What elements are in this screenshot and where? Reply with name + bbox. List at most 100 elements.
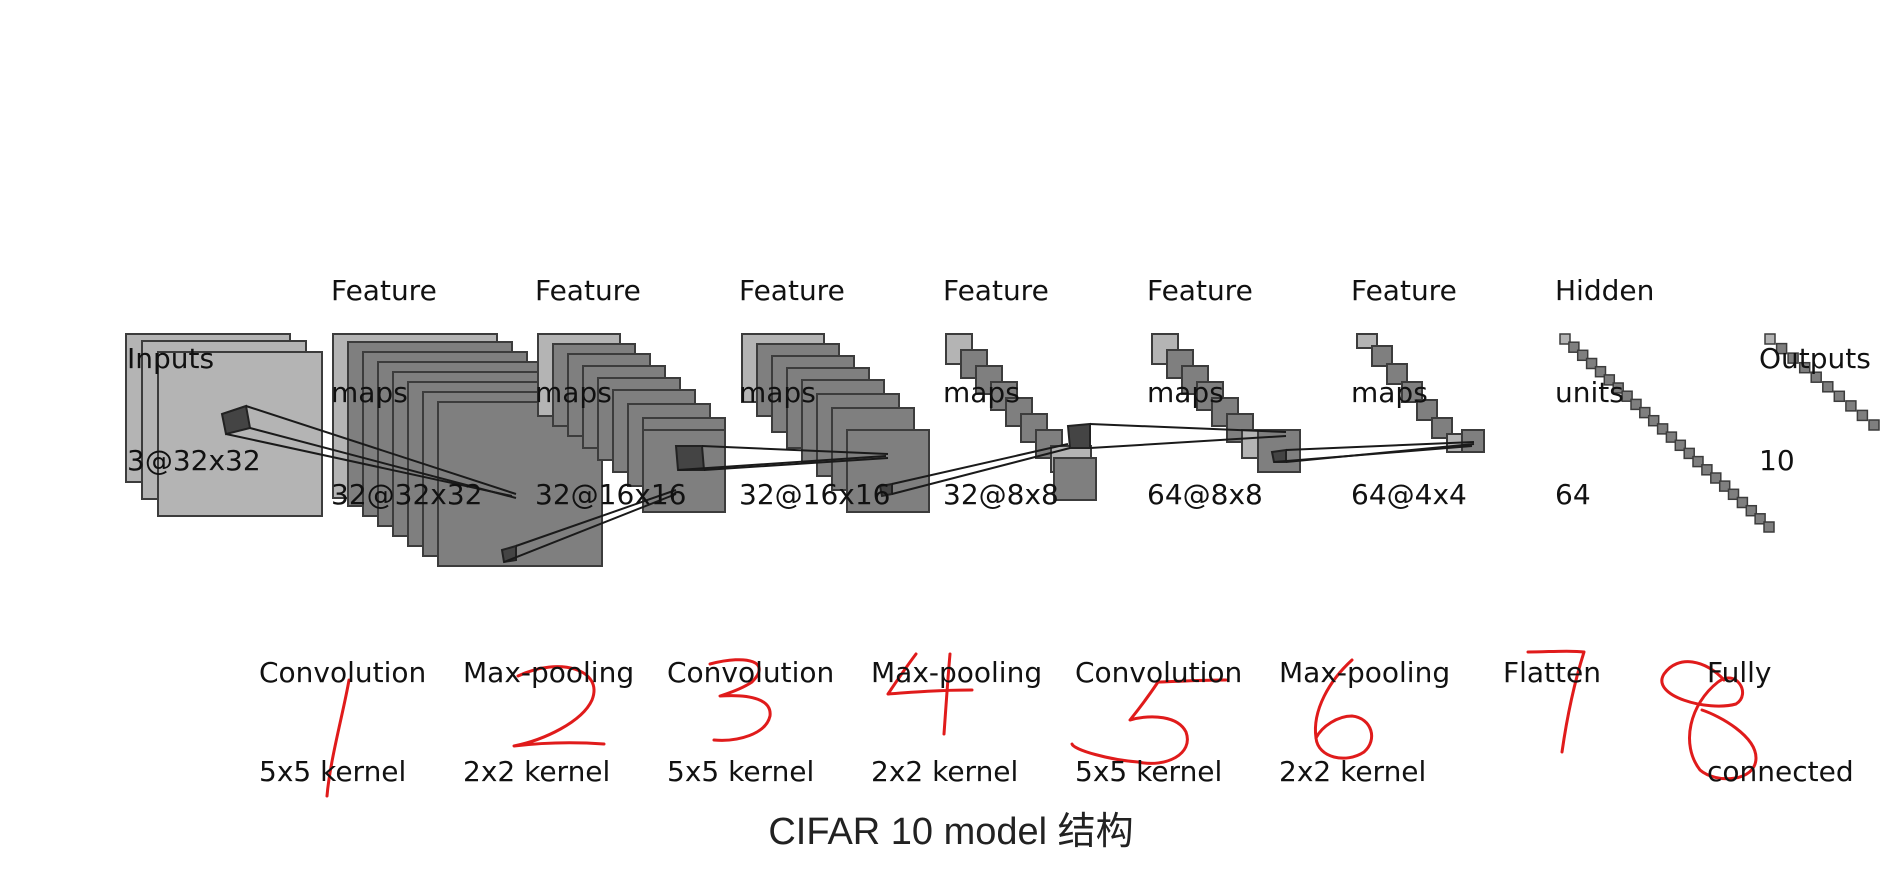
stage-label-fm-4x4: Feature maps 64@4x4 <box>1351 206 1467 580</box>
op-label-line: 2x2 kernel <box>871 755 1019 788</box>
output-unit <box>1798 361 1811 374</box>
output-unit <box>1822 381 1834 393</box>
stage-label-line: Feature <box>331 274 437 307</box>
stage-label-line: maps <box>739 376 816 409</box>
stage-label-line: Feature <box>739 274 845 307</box>
op-label-line: Convolution <box>667 656 835 689</box>
hidden-unit <box>1612 382 1624 394</box>
op-label-pool-3: Max-pooling 2x2 kernel <box>1279 590 1450 854</box>
stage-label-line: 32@16x16 <box>739 478 891 511</box>
output-unit <box>1810 371 1822 383</box>
hidden-unit <box>1718 480 1731 492</box>
stage-label-line: maps <box>943 376 1020 409</box>
op-label-conv-3: Convolution 5x5 kernel <box>1075 590 1242 854</box>
op-label-pool-1: Max-pooling 2x2 kernel <box>463 590 634 854</box>
stage-label-line: Feature <box>943 274 1049 307</box>
op-label-line: 2x2 kernel <box>463 755 611 788</box>
hidden-unit <box>1585 357 1598 370</box>
op-label-line: Max-pooling <box>1279 656 1451 689</box>
stage-label-outputs: Outputs 10 <box>1759 206 1871 546</box>
stage-outputs-chain <box>1764 333 1880 431</box>
stage-label-line: maps <box>535 376 612 409</box>
stage-label-fm-64-8x8: Feature maps 64@8x8 <box>1147 206 1263 580</box>
stage-fm-64-8x8-maps <box>1151 333 1301 473</box>
stage-fm-16x16-b-maps <box>741 333 930 513</box>
op-label-line: Max-pooling <box>463 656 635 689</box>
stage-label-fm-16x16-b: Feature maps 32@16x16 <box>739 206 890 580</box>
stage-label-inputs: Inputs 3@32x32 <box>127 206 261 546</box>
hidden-unit <box>1647 414 1660 427</box>
stage-label-line: 3@32x32 <box>127 444 261 477</box>
stage-label-fm-8x8-a: Feature maps 32@8x8 <box>943 206 1059 580</box>
connection-lines <box>225 405 1475 563</box>
op-label-line: 5x5 kernel <box>1075 755 1223 788</box>
stage-label-line: Feature <box>1351 274 1457 307</box>
output-unit <box>1845 400 1857 412</box>
stage-label-line: 32@8x8 <box>943 478 1059 511</box>
op-label-line: Flatten <box>1503 656 1601 689</box>
op-label-line: Convolution <box>1075 656 1243 689</box>
stage-label-line: Feature <box>1147 274 1253 307</box>
stage-inputs-maps <box>125 333 323 517</box>
hidden-unit <box>1701 464 1713 476</box>
stage-label-line: 32@32x32 <box>331 478 483 511</box>
stage-label-hidden-units: Hidden units 64 <box>1555 206 1654 580</box>
op-label-line: Convolution <box>259 656 427 689</box>
hidden-unit <box>1745 504 1758 517</box>
hidden-unit <box>1754 513 1766 525</box>
hidden-unit <box>1674 439 1687 452</box>
op-label-line: 5x5 kernel <box>667 755 815 788</box>
op-label-line: Max-pooling <box>871 656 1043 689</box>
op-label-line: 2x2 kernel <box>1279 755 1427 788</box>
stage-label-line: units <box>1555 376 1624 409</box>
hidden-unit <box>1594 365 1607 378</box>
step-number-6 <box>1313 658 1374 760</box>
op-label-fully-connected: Fully connected <box>1707 590 1854 854</box>
hidden-unit <box>1727 488 1740 501</box>
figure-caption: CIFAR 10 model 结构 <box>768 811 1134 853</box>
hidden-unit <box>1603 374 1616 386</box>
hidden-unit <box>1639 406 1651 419</box>
output-unit <box>1787 352 1799 364</box>
stage-label-line: Inputs <box>127 342 215 375</box>
stage-label-line: 10 <box>1759 444 1795 477</box>
step-number-3 <box>708 658 772 742</box>
stage-label-line: Feature <box>535 274 641 307</box>
stage-label-line: 32@16x16 <box>535 478 687 511</box>
op-label-line: 5x5 kernel <box>259 755 407 788</box>
stage-label-fm-32x32: Feature maps 32@32x32 <box>331 206 482 580</box>
stage-label-line: Outputs <box>1759 342 1871 375</box>
step-number-8 <box>1660 660 1758 781</box>
hidden-unit <box>1692 455 1704 468</box>
hidden-unit <box>1568 341 1580 353</box>
step-number-5 <box>1070 678 1228 765</box>
output-unit <box>1775 342 1788 355</box>
op-label-line: Fully <box>1707 656 1772 689</box>
stage-label-line: maps <box>331 376 408 409</box>
output-unit <box>1764 333 1776 345</box>
op-label-flatten: Flatten <box>1503 590 1601 821</box>
output-unit <box>1856 409 1869 422</box>
stage-label-line: 64 <box>1555 478 1591 511</box>
op-label-conv-2: Convolution 5x5 kernel <box>667 590 834 854</box>
stage-fm-8x8-a-maps <box>945 333 1097 501</box>
hidden-unit <box>1559 333 1571 345</box>
op-label-line: connected <box>1707 755 1854 788</box>
hidden-unit <box>1736 496 1749 509</box>
hidden-unit <box>1576 349 1589 362</box>
handwritten-step-numbers <box>325 649 1758 798</box>
stage-label-line: Hidden <box>1555 274 1655 307</box>
stage-hidden-units-chain <box>1559 333 1775 533</box>
op-label-pool-2: Max-pooling 2x2 kernel <box>871 590 1042 854</box>
op-label-conv-1: Convolution 5x5 kernel <box>259 590 426 854</box>
hidden-unit <box>1665 431 1678 443</box>
hidden-unit <box>1630 398 1642 411</box>
step-number-4 <box>886 652 974 736</box>
output-unit <box>1833 390 1846 403</box>
stage-label-line: 64@8x8 <box>1147 478 1263 511</box>
hidden-unit <box>1683 447 1695 460</box>
step-number-2 <box>512 665 606 748</box>
hidden-unit <box>1710 472 1722 484</box>
